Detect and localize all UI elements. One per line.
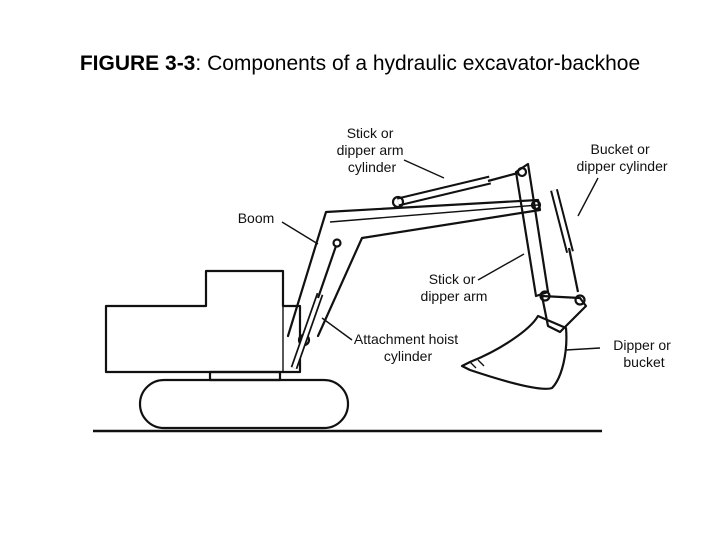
label-stick-cylinder: Stick or dipper arm cylinder [337,125,408,175]
boom-inner-line [329,204,539,223]
leader-stick-cylinder [403,159,445,179]
leader-bucket-cylinder [577,177,599,217]
machine-body [104,269,302,374]
label-bucket: Dipper or bucket [613,337,674,370]
hoist-cylinder-barrel-fill [292,293,322,369]
bucket-cylinder-rod [567,247,580,293]
hoist-cylinder-rod [316,245,338,299]
turntable [208,370,282,382]
stick-dipper-arm [514,162,550,298]
stick-cylinder-barrel-fill [397,177,491,205]
linkage-pin-1 [539,290,551,302]
stick-cylinder-rod [487,171,519,183]
figure-caption: FIGURE 3-3: Components of a hydraulic ex… [0,52,720,76]
figure-number: FIGURE 3-3 [79,52,196,75]
leader-boom [281,221,319,245]
stick-boom-pin [530,199,542,211]
stick-top-pin [516,166,528,178]
leader-stick [477,253,525,281]
bucket-cylinder-barrel-fill [552,189,572,253]
boom [286,198,542,338]
label-hoist-cylinder: Attachment hoist cylinder [354,331,462,364]
leader-hoist-cylinder [321,317,353,341]
label-stick: Stick or dipper arm [421,271,488,304]
caption-separator: : [195,52,202,75]
figure-title: Components of a hydraulic excavator-back… [207,52,641,75]
leader-bucket [565,347,601,351]
linkage-pin-2 [574,294,586,306]
crawler-track [138,378,350,430]
stick-cylinder-pin [391,195,405,209]
bucket-teeth [469,359,485,369]
label-boom: Boom [238,210,275,226]
bucket [460,314,568,390]
label-bucket-cylinder: Bucket or dipper cylinder [576,141,667,174]
hoist-cylinder-pin [332,238,342,248]
